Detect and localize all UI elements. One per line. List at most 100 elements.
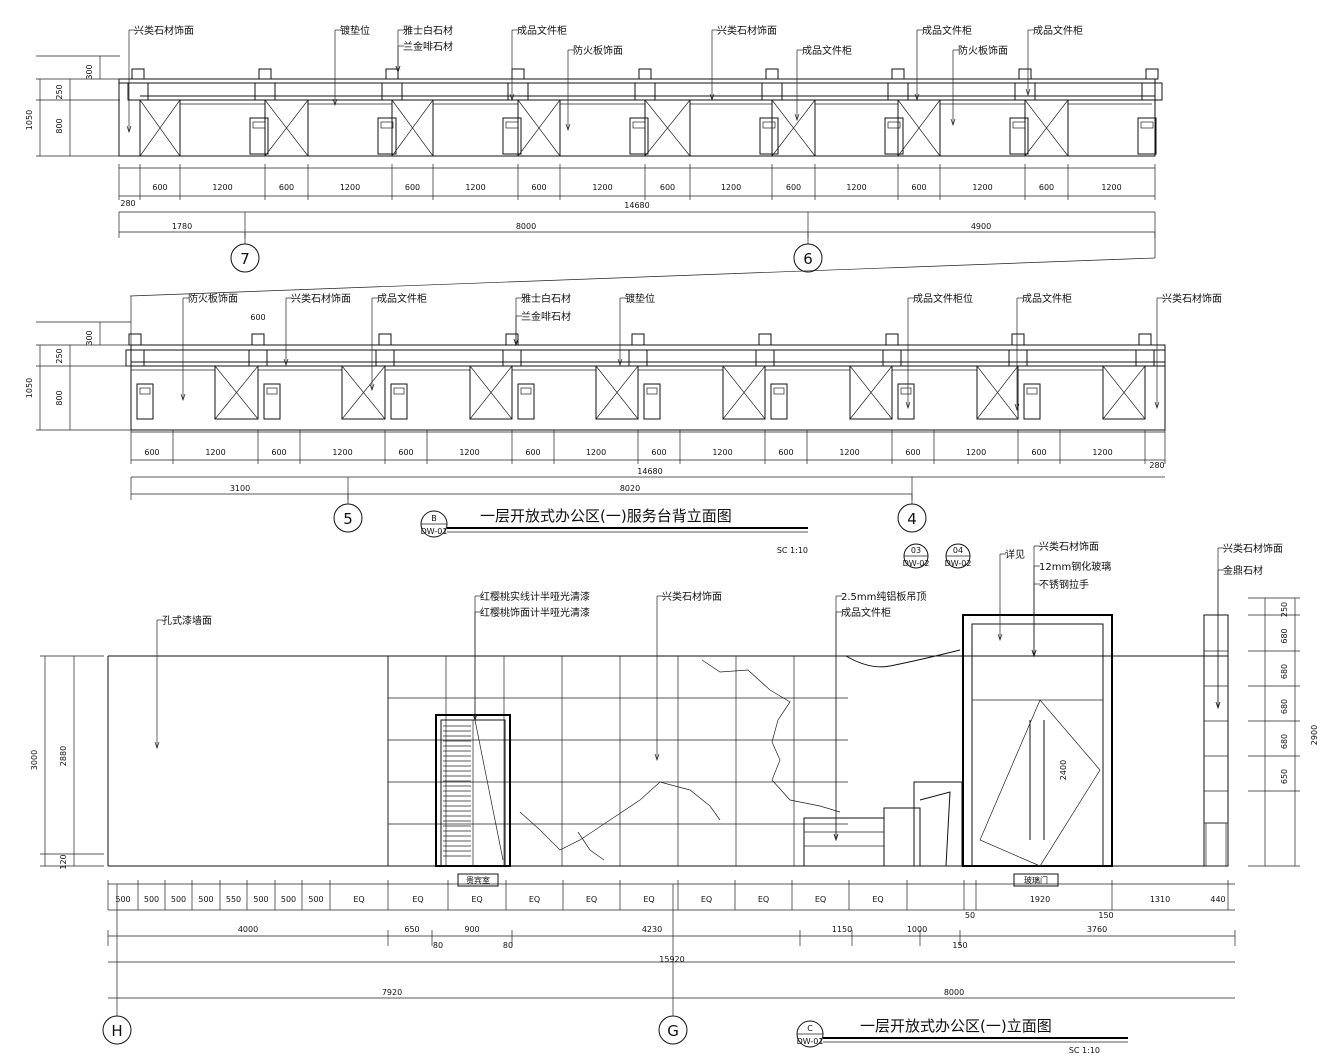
post-base: [375, 349, 395, 367]
dim-segment: 1200: [966, 448, 986, 457]
cross-line: [391, 99, 434, 157]
dim-segment: 1200: [846, 183, 866, 192]
post: [1145, 68, 1159, 80]
callout-label: 兰金啡石材: [521, 310, 571, 323]
cross-line: [1102, 365, 1146, 420]
ceiling-line: [845, 649, 961, 668]
cross-panel: [897, 99, 941, 157]
dim-segment: EQ: [412, 895, 423, 904]
post-base: [1135, 349, 1155, 367]
dim-row2: 3760: [1087, 925, 1107, 934]
cabinet-handle: [632, 121, 646, 129]
callout-label: 镀垫位: [625, 292, 655, 305]
axis-label: 6: [803, 250, 813, 268]
cross-panel: [976, 365, 1019, 420]
detail-tag-sub: DW-02: [903, 559, 930, 568]
vdim-label: 300: [85, 330, 94, 345]
post: [1138, 333, 1152, 346]
post-base: [254, 82, 276, 101]
leader-arrow: [914, 93, 920, 102]
cross-panel: [595, 365, 639, 420]
vdim-label: 1050: [25, 378, 34, 398]
leader-arrow: [513, 338, 519, 347]
leader-arrow: [997, 633, 1003, 642]
vdim-label: 650: [1280, 769, 1289, 784]
vdim-label: 680: [1280, 664, 1289, 679]
cabinet-door: [263, 383, 281, 420]
leader-arrow: [794, 113, 800, 122]
post: [258, 68, 272, 80]
callout-label: 雅士白石材: [403, 24, 453, 37]
dim-segment: 600: [144, 448, 159, 457]
cabinet-handle: [505, 121, 519, 129]
dim-small: 150: [1098, 911, 1113, 920]
axis-bubble: [793, 243, 823, 273]
cross-line: [214, 365, 259, 420]
dim-end: 280: [1149, 461, 1164, 470]
cross-panel: [1024, 99, 1069, 157]
drawing-title: 一层开放式办公区(一)立面图: [860, 1017, 1052, 1035]
post-base: [127, 82, 149, 101]
dim-small: 80: [433, 941, 443, 950]
axis-bubble: [897, 503, 927, 533]
cross-panel: [341, 365, 386, 420]
dim-segment: EQ: [586, 895, 597, 904]
dim-row2: 650: [404, 925, 419, 934]
link-line: [129, 257, 1156, 297]
cabinet-handle: [1140, 121, 1154, 129]
cross-line: [139, 99, 181, 157]
dim-segment: 600: [152, 183, 167, 192]
dim-segment: 1920: [1030, 895, 1050, 904]
dim-sub: 8000: [516, 222, 536, 231]
detail-tag-label: 04: [953, 546, 963, 555]
post: [631, 333, 645, 346]
reception-desk-side: [913, 781, 963, 867]
cross-panel: [214, 365, 259, 420]
dim-segment: 600: [786, 183, 801, 192]
dim-segment: 1200: [972, 183, 992, 192]
post-base: [125, 349, 145, 367]
leader-arrow: [332, 98, 338, 107]
post-base: [1141, 82, 1163, 101]
cabinet-handle: [266, 387, 278, 395]
callout-label: 红樱桃实线计半哑光清漆: [480, 590, 590, 603]
callout-label: 12mm钢化玻璃: [1039, 560, 1111, 573]
door-label-box: [457, 873, 499, 887]
cabinet-door: [377, 117, 397, 155]
cabinet-door: [759, 117, 779, 155]
title-tag-label: B: [431, 514, 437, 523]
post-base: [248, 349, 268, 367]
axis-label: 5: [343, 510, 353, 528]
vdim-label: 2900: [1310, 725, 1319, 745]
post: [251, 333, 265, 346]
cross-panel: [1102, 365, 1146, 420]
cabinet-handle: [1012, 121, 1026, 129]
cross-panel: [517, 99, 561, 157]
vdim-label: 800: [55, 390, 64, 405]
leader-arrow: [1154, 401, 1160, 410]
leader-arrow: [180, 393, 186, 402]
post-base: [882, 349, 902, 367]
dim-sub: 3100: [230, 484, 250, 493]
dim-segment: EQ: [529, 895, 540, 904]
dim-segment: 500: [171, 895, 186, 904]
cabinet-door: [629, 117, 649, 155]
cabinet-handle: [139, 387, 151, 395]
cabinet-handle: [393, 387, 405, 395]
glass-door-label-box: [1013, 873, 1059, 887]
post-base: [502, 349, 522, 367]
stone-vein: [577, 831, 605, 861]
dim-segment: 500: [308, 895, 323, 904]
dim-segment: 1200: [465, 183, 485, 192]
dim-total: 15920: [659, 955, 684, 964]
dim-segment: 1200: [1101, 183, 1121, 192]
dim-segment: 500: [115, 895, 130, 904]
cabinet-door: [1137, 117, 1157, 155]
callout-label: 红樱桃饰面计半哑光清漆: [480, 606, 590, 619]
leader-arrow: [369, 383, 375, 392]
drawing-scale: SC 1:10: [1069, 1046, 1100, 1054]
dim-segment: 500: [253, 895, 268, 904]
